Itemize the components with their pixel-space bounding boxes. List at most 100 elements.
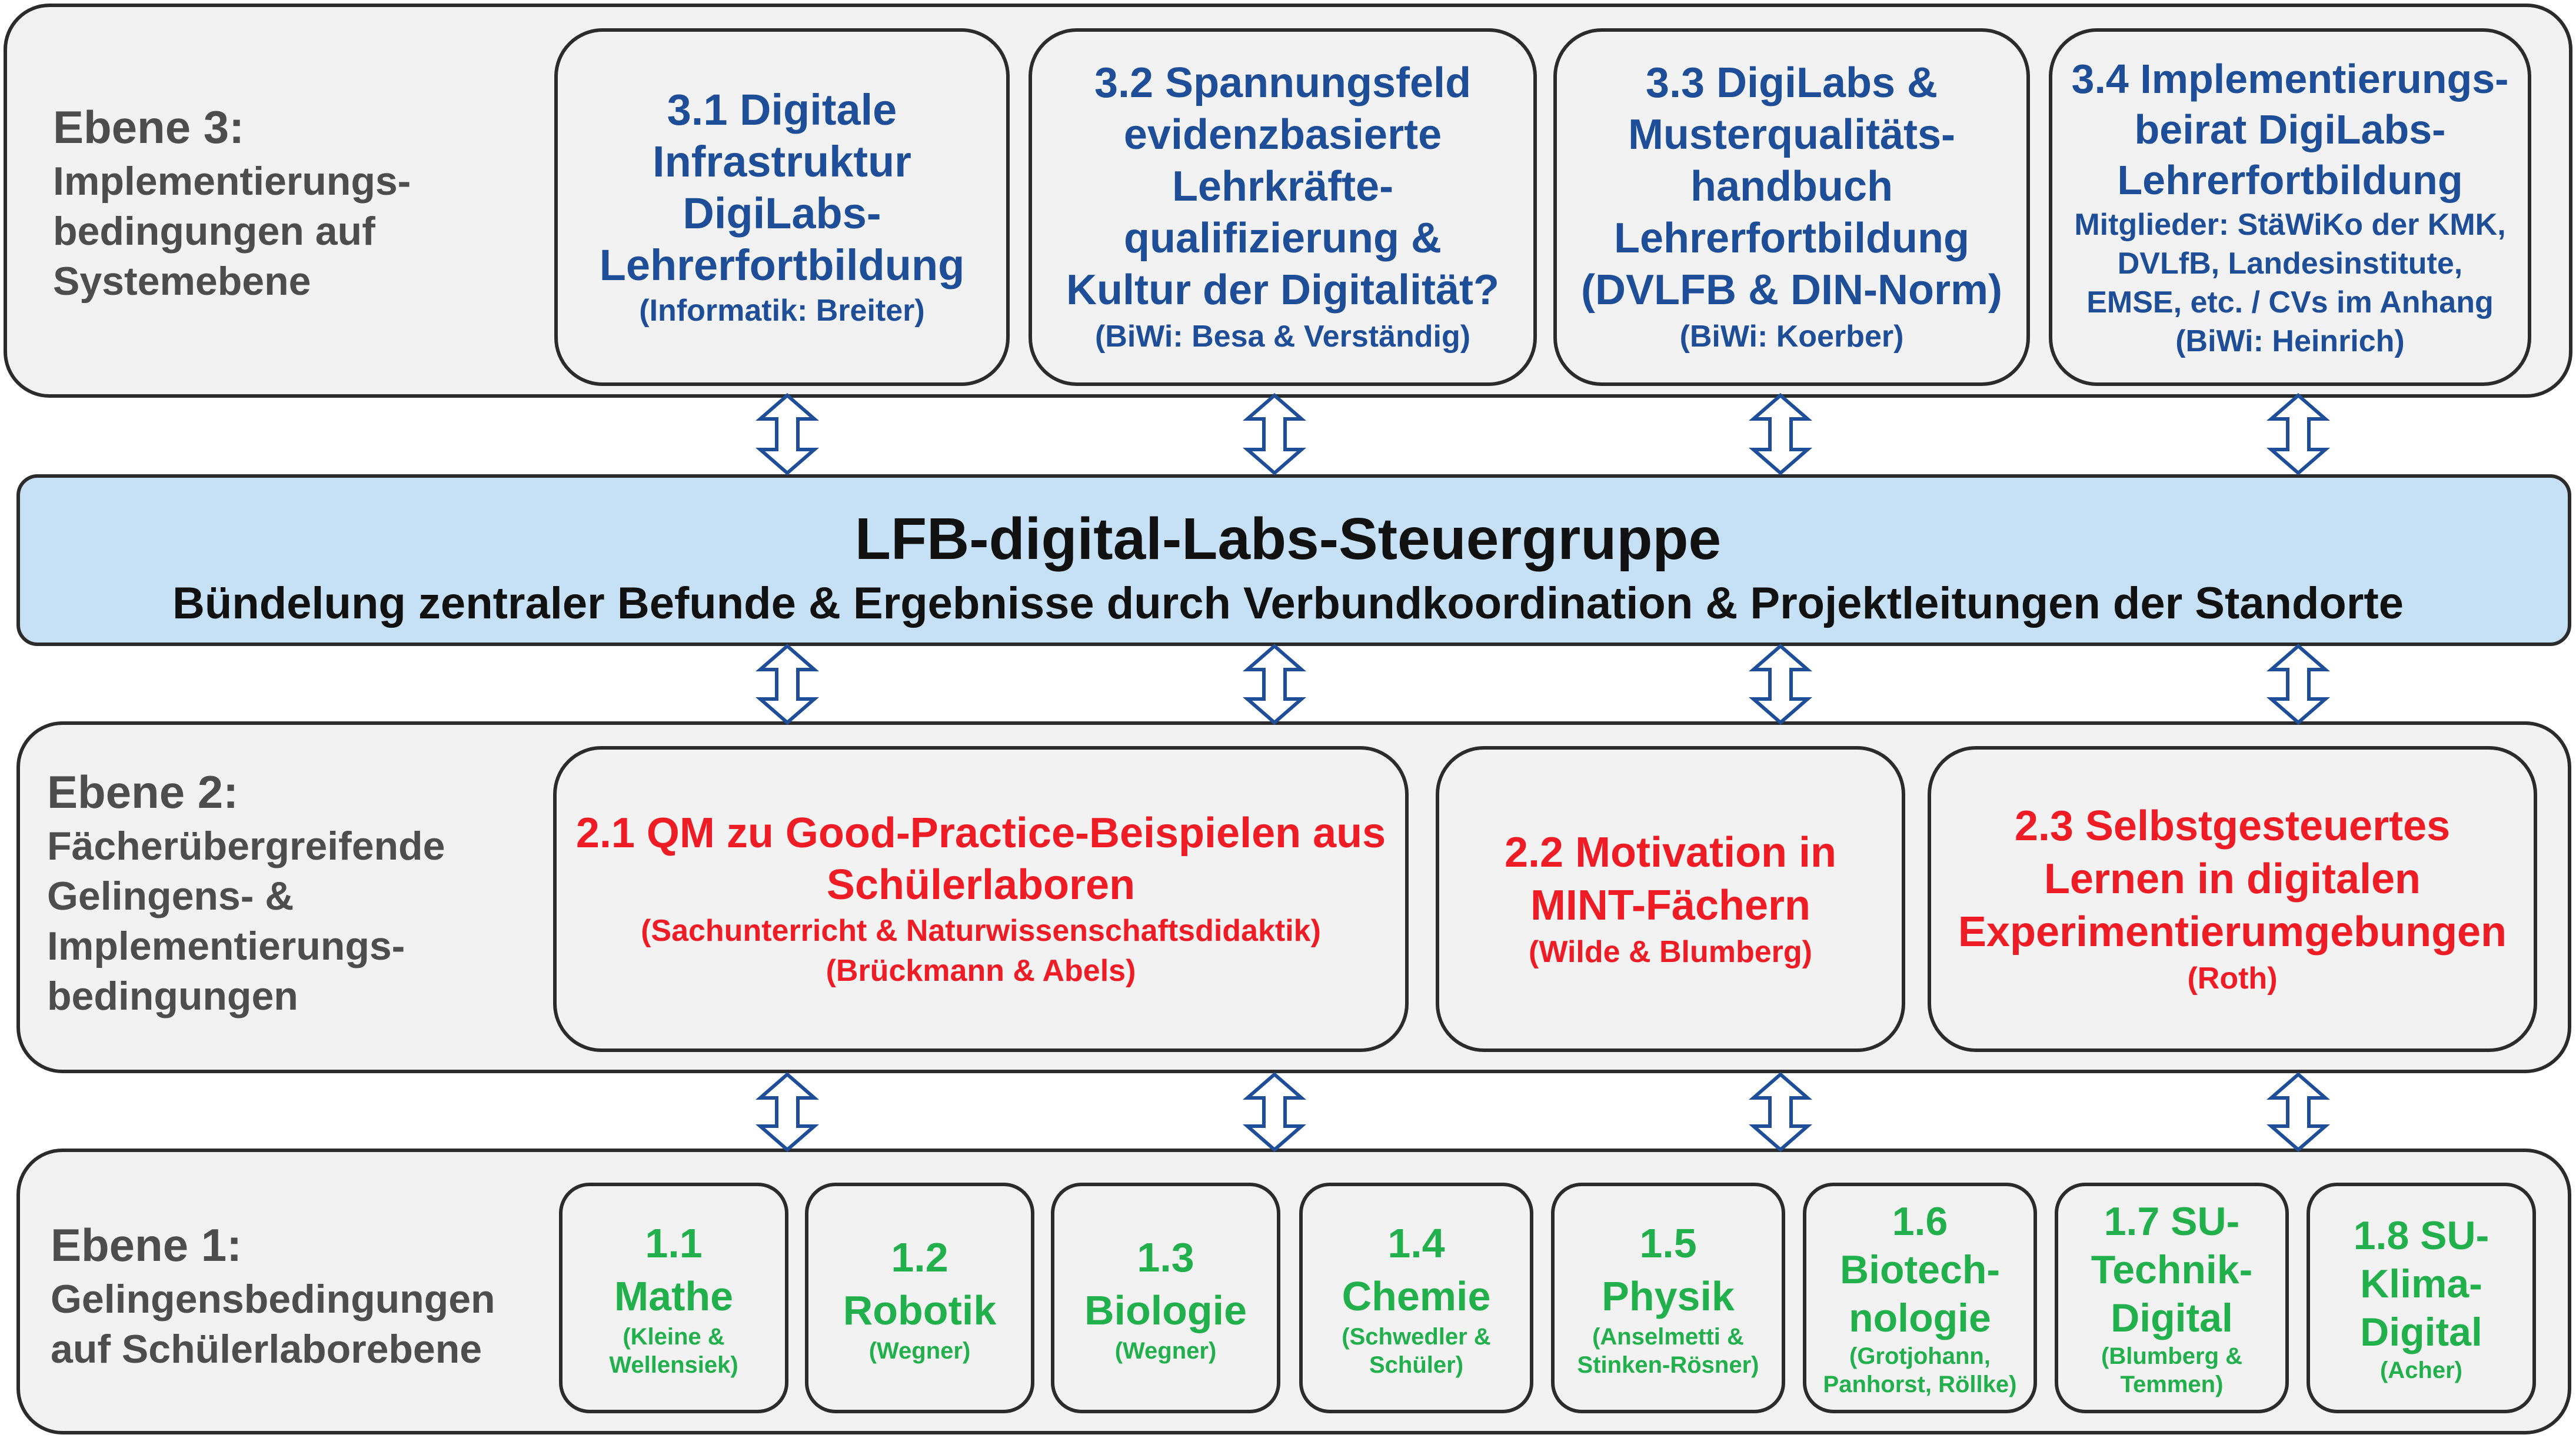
- box-title-line: Musterqualitäts-: [1628, 111, 1956, 158]
- box-title-line: qualifizierung &: [1124, 215, 1442, 262]
- level2-label-title: Ebene 2:: [47, 766, 239, 818]
- box-title-line: Biologie: [1084, 1287, 1247, 1333]
- box-subtitle: Stinken-Rösner): [1577, 1352, 1759, 1378]
- level1-label: Ebene 1: Gelingensbedingungen auf Schüle…: [51, 1217, 495, 1374]
- level1-label-title: Ebene 1:: [51, 1219, 242, 1271]
- box-title-line: Lehrerfortbildung: [1614, 215, 1969, 262]
- box-title-line: Lehrerfortbildung: [2117, 157, 2463, 203]
- box-subtitle: (Blumberg &: [2101, 1343, 2242, 1369]
- box-subtitle: (Wegner): [1114, 1338, 1217, 1364]
- box-title-line: Digital: [2360, 1310, 2482, 1354]
- box-title-line: Digital: [2111, 1296, 2233, 1340]
- box-title-line: Infrastruktur: [653, 137, 911, 186]
- box-title-line: 1.5: [1639, 1220, 1697, 1266]
- box-subtitle: Panhorst, Röllke): [1823, 1372, 2017, 1397]
- level1-box-7: 1.7 SU-Technik-Digital (Blumberg & Temmen): [2055, 1183, 2289, 1413]
- box-title-line: DigiLabs-: [683, 189, 881, 238]
- double-arrow-vertical-icon: [1748, 644, 1813, 725]
- box-subtitle: Schüler): [1369, 1352, 1464, 1378]
- double-arrow-vertical-icon: [755, 1072, 820, 1152]
- box-title-line: Chemie: [1342, 1273, 1491, 1319]
- box-subtitle: (Grotjohann,: [1849, 1343, 1991, 1369]
- level3-box-3-1: 3.1 Digitale Infrastruktur DigiLabs- Leh…: [554, 28, 1010, 386]
- box-subtitle: (Anselmetti &: [1592, 1324, 1744, 1350]
- level3-label-line: bedingungen auf: [53, 208, 375, 254]
- box-title-line: Physik: [1602, 1273, 1735, 1319]
- double-arrow-vertical-icon: [755, 644, 820, 725]
- box-title-line: Lernen in digitalen: [2044, 856, 2421, 903]
- double-arrow-vertical-icon: [1242, 393, 1307, 475]
- box-title-line: beirat DigiLabs-: [2134, 106, 2446, 152]
- steering-group-subtitle: Bündelung zentraler Befunde & Ergebnisse…: [172, 578, 2404, 628]
- level3-box-3-4: 3.4 Implementierungs- beirat DigiLabs- L…: [2049, 28, 2531, 386]
- level3-label: Ebene 3: Implementierungs- bedingungen a…: [53, 99, 411, 307]
- box-subtitle: (BiWi: Heinrich): [2175, 324, 2405, 358]
- box-title-line: Robotik: [843, 1287, 997, 1333]
- box-title-line: 1.8 SU-: [2353, 1213, 2490, 1258]
- box-subtitle: (Roth): [2187, 961, 2278, 996]
- level3-box-3-2: 3.2 Spannungsfeld evidenzbasierte Lehrkr…: [1029, 28, 1537, 386]
- box-subtitle: Mitglieder: StäWiKo der KMK,: [2074, 208, 2506, 242]
- box-subtitle: Wellensiek): [609, 1352, 738, 1378]
- box-subtitle: (BiWi: Besa & Verständig): [1094, 319, 1471, 354]
- level2-label-line: Gelingens- &: [47, 873, 294, 918]
- level2-label-line: Implementierungs-: [47, 923, 405, 968]
- double-arrow-vertical-icon: [1748, 393, 1813, 475]
- box-title-line: MINT-Fächern: [1530, 882, 1811, 929]
- double-arrow-vertical-icon: [1748, 1072, 1813, 1152]
- box-title-line: Lehrkräfte-: [1171, 163, 1394, 210]
- box-title-line: Kultur der Digitalität?: [1066, 267, 1499, 314]
- box-title-line: 1.1: [645, 1220, 703, 1266]
- box-subtitle: (BiWi: Koerber): [1679, 319, 1904, 354]
- double-arrow-vertical-icon: [2266, 393, 2331, 475]
- level2-label-line: bedingungen: [47, 973, 298, 1018]
- box-title-line: Biotech-: [1840, 1247, 2000, 1292]
- box-title-line: 2.2 Motivation in: [1504, 829, 1837, 876]
- box-title-line: 3.2 Spannungsfeld: [1094, 59, 1472, 106]
- box-subtitle: Temmen): [2120, 1372, 2224, 1397]
- box-title-line: 1.4: [1387, 1220, 1445, 1266]
- level2-label-line: Fächerübergreifende: [47, 823, 445, 868]
- double-arrow-vertical-icon: [755, 393, 820, 475]
- level3-label-line: Implementierungs-: [53, 158, 411, 204]
- box-title-line: Lehrerfortbildung: [599, 241, 965, 289]
- box-title-line: 1.2: [891, 1234, 948, 1280]
- box-title-line: handbuch: [1690, 163, 1893, 210]
- box-title-line: Technik-: [2091, 1247, 2253, 1292]
- double-arrow-vertical-icon: [1242, 644, 1307, 725]
- level2-label: Ebene 2: Fächerübergreifende Gelingens- …: [47, 764, 445, 1021]
- box-subtitle: (Acher): [2379, 1357, 2463, 1383]
- box-subtitle: (Kleine &: [623, 1324, 725, 1350]
- box-title-line: (DVLFB & DIN-Norm): [1581, 267, 2002, 314]
- box-title-line: Experimentierumgebungen: [1958, 908, 2507, 956]
- box-title-line: 3.3 DigiLabs &: [1645, 59, 1938, 106]
- steering-group-band: [16, 474, 2571, 646]
- box-title-line: Schülerlaboren: [826, 861, 1136, 908]
- level1-label-line: Gelingensbedingungen: [51, 1276, 495, 1322]
- level1-box-8: 1.8 SU-Klima-Digital (Acher): [2307, 1183, 2536, 1413]
- box-subtitle: (Wilde & Blumberg): [1529, 935, 1812, 969]
- box-title-line: 1.7 SU-: [2104, 1199, 2240, 1244]
- box-subtitle: (Wegner): [868, 1338, 971, 1364]
- box-title-line: 3.4 Implementierungs-: [2071, 56, 2509, 102]
- level3-box-3-3: 3.3 DigiLabs & Musterqualitäts- handbuch…: [1553, 28, 2030, 386]
- level3-label-title: Ebene 3:: [53, 101, 245, 153]
- box-title-line: nologie: [1849, 1296, 1991, 1340]
- level1-label-line: auf Schülerlaborebene: [51, 1326, 482, 1372]
- box-title-line: 3.1 Digitale: [667, 85, 897, 134]
- level3-label-line: Systemebene: [53, 258, 311, 304]
- box-subtitle: (Brückmann & Abels): [826, 954, 1136, 988]
- box-title-line: evidenzbasierte: [1123, 111, 1442, 158]
- box-subtitle: (Sachunterricht & Naturwissenschaftsdida…: [641, 914, 1321, 948]
- box-title-line: 2.3 Selbstgesteuertes: [2014, 803, 2451, 850]
- box-title-line: 2.1 QM zu Good-Practice-Beispielen aus: [575, 810, 1386, 857]
- box-subtitle: EMSE, etc. / CVs im Anhang: [2086, 285, 2494, 319]
- double-arrow-vertical-icon: [2266, 1072, 2331, 1152]
- box-title-line: Klima-: [2360, 1261, 2482, 1306]
